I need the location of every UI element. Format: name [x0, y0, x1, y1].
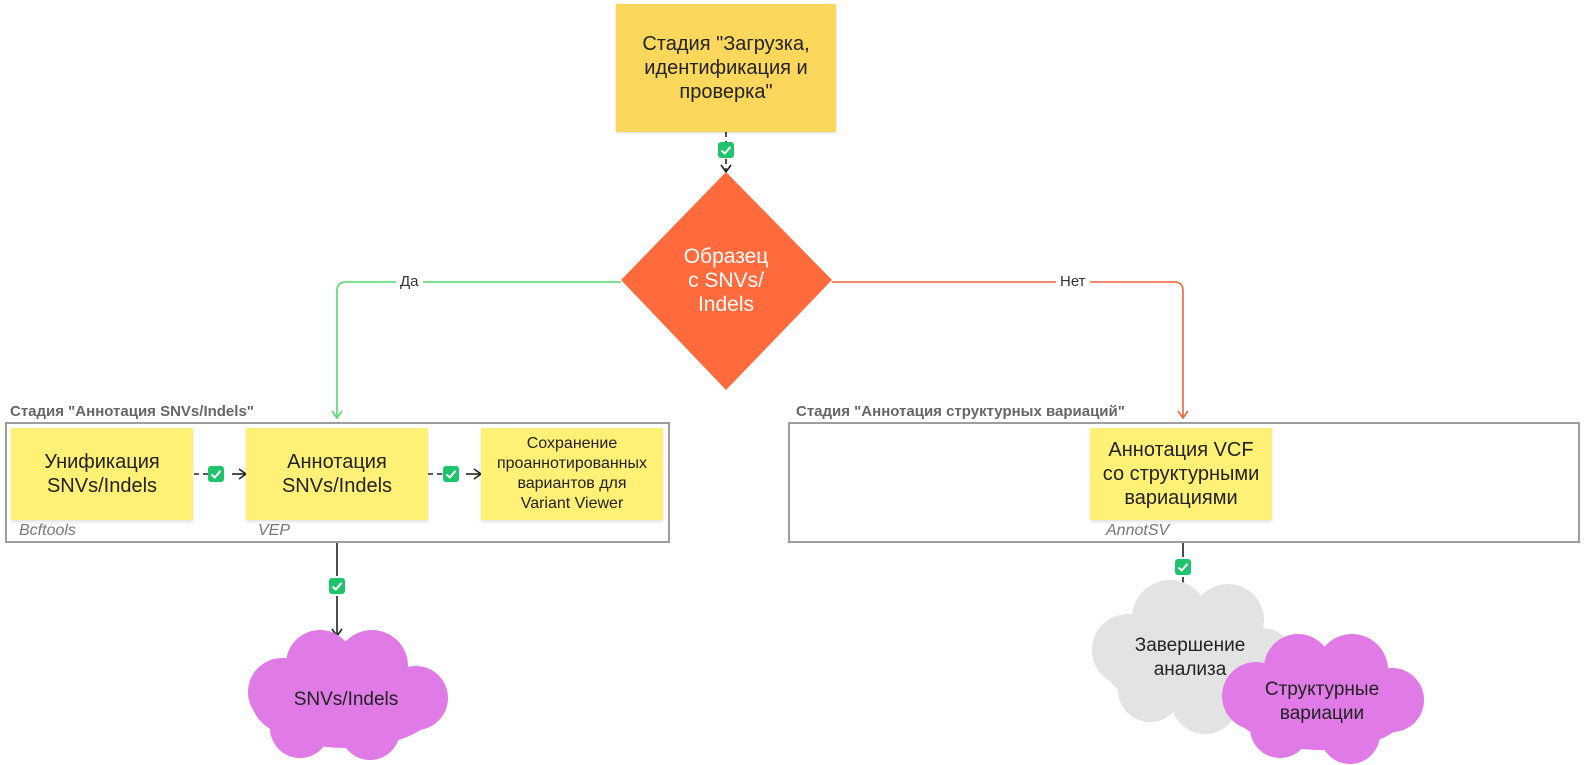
- yes-edge-label: Да: [396, 273, 423, 290]
- snv-cloud-label[interactable]: SNVs/Indels: [293, 689, 399, 710]
- end-cloud-label[interactable]: Завершение анализа: [1110, 632, 1270, 684]
- decision-line1: Образец: [683, 245, 769, 268]
- start-stage-box[interactable]: Стадия "Загрузка, идентификация и провер…: [616, 4, 836, 132]
- sv-annotate-step-note[interactable]: Аннотация VCF со структурными вариациями: [1090, 428, 1272, 520]
- sv-stage-title: Стадия "Аннотация структурных вариаций": [796, 403, 1125, 420]
- sv-stage-frame[interactable]: [788, 422, 1580, 543]
- decision-diamond: [621, 172, 832, 390]
- end-cloud-shape: [1092, 580, 1294, 734]
- edge-yes: [331, 281, 621, 420]
- check-square-icon: [208, 466, 224, 482]
- edge-no: [832, 281, 1189, 420]
- sv-annotate-step-line3: вариациями: [1124, 487, 1238, 509]
- save-step-line2: проаннотированных: [496, 455, 648, 472]
- start-stage-line3: проверка": [679, 81, 773, 103]
- annotate-step-line1: Аннотация: [287, 451, 387, 473]
- unify-tool-label: Bcftools: [19, 522, 76, 539]
- save-step-line1: Сохранение: [526, 435, 618, 452]
- decision-line2: с SNVs/: [688, 269, 764, 292]
- end-cloud-line2: анализа: [1153, 659, 1227, 680]
- check-square-icon: [329, 578, 345, 594]
- save-step-note[interactable]: Сохранение проаннотированных вариантов д…: [481, 428, 663, 520]
- annotate-step-line2: SNVs/Indels: [281, 475, 393, 497]
- unify-step-note[interactable]: Унификация SNVs/Indels: [11, 428, 193, 520]
- check-square-icon: [1175, 559, 1191, 575]
- unify-step-line1: Унификация: [44, 451, 160, 473]
- sv-cloud-line1: Структурные: [1264, 679, 1380, 700]
- check-square-icon: [443, 466, 459, 482]
- sv-annotate-step-line2: со структурными: [1102, 463, 1260, 485]
- unify-step-line2: SNVs/Indels: [46, 475, 158, 497]
- start-stage-line1: Стадия "Загрузка,: [642, 33, 810, 55]
- sv-annotate-step-line1: Аннотация VCF: [1108, 439, 1254, 461]
- save-step-line3: вариантов для: [517, 475, 627, 492]
- sv-cloud-shape: [1222, 634, 1424, 764]
- check-square-icon: [718, 142, 734, 158]
- sv-cloud-label[interactable]: Структурные вариации: [1242, 676, 1402, 728]
- save-step-line4: Variant Viewer: [520, 495, 624, 512]
- no-edge-label: Нет: [1056, 273, 1090, 290]
- start-stage-line2: идентификация и: [644, 57, 808, 79]
- snv-stage-title: Стадия "Аннотация SNVs/Indels": [10, 403, 254, 420]
- annotate-tool-label: VEP: [258, 522, 291, 539]
- sv-cloud-line2: вариации: [1279, 703, 1365, 724]
- sv-tool-label: AnnotSV: [1106, 522, 1170, 539]
- snv-stage-frame[interactable]: [5, 422, 670, 543]
- end-cloud-line1: Завершение: [1134, 635, 1246, 656]
- snv-cloud-shape: [248, 630, 448, 760]
- annotate-step-note[interactable]: Аннотация SNVs/Indels: [246, 428, 428, 520]
- decision-line3: Indels: [697, 293, 755, 316]
- decision-label[interactable]: Образец с SNVs/ Indels: [656, 236, 796, 326]
